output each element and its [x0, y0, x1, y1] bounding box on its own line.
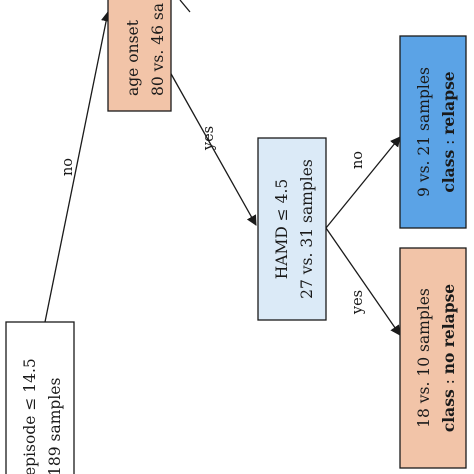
edge-hamd-to-relapse: [325, 136, 401, 229]
node-age-onset: age onset 80 vs. 46 sa: [107, 0, 172, 112]
node-leaf-relapse-box: [399, 35, 467, 229]
edge-hamd-to-no-relapse: [325, 227, 401, 336]
node-hamd-label-line2: 27 vs. 31 samples: [298, 159, 316, 299]
node-root-label-line2: 189 samples: [46, 378, 64, 474]
node-root-label-line1: episode ≤ 14.5: [21, 358, 39, 474]
node-leaf-relapse-class-prefix: class: [439, 150, 458, 193]
edge-root-to-age-onset: [44, 10, 112, 323]
node-hamd: HAMD ≤ 4.5 27 vs. 31 samples: [257, 137, 327, 321]
edge-label-age-to-hamd: yes: [201, 126, 217, 151]
node-root: episode ≤ 14.5 189 samples: [5, 321, 75, 474]
node-leaf-no-relapse-class-line: class : no relapse: [439, 284, 458, 432]
node-age-onset-label-line1: age onset: [124, 19, 142, 96]
edge-labels: no yes no yes: [60, 126, 366, 315]
node-leaf-no-relapse: 18 vs. 10 samples class : no relapse: [399, 247, 467, 469]
node-leaf-no-relapse-label-line1: 18 vs. 10 samples: [415, 288, 433, 428]
node-leaf-relapse-class-colon: :: [440, 135, 458, 150]
node-leaf-relapse-class-line: class : relapse: [439, 71, 458, 192]
node-age-onset-box: [107, 0, 172, 112]
node-leaf-no-relapse-class-prefix: class: [439, 389, 458, 432]
node-hamd-box: [257, 137, 327, 321]
node-leaf-no-relapse-box: [399, 247, 467, 469]
node-leaf-no-relapse-class-value: no relapse: [439, 284, 458, 375]
node-leaf-relapse: 9 vs. 21 samples class : relapse: [399, 35, 467, 229]
edge-age-onset-top-stub: [179, 0, 191, 13]
edge-label-hamd-to-no-relapse: yes: [350, 290, 366, 315]
edge-age-onset-to-hamd: [169, 71, 257, 226]
node-age-onset-label-line2: 80 vs. 46 sa: [149, 3, 167, 96]
node-hamd-label-line1: HAMD ≤ 4.5: [273, 179, 291, 280]
edges: [44, 0, 401, 336]
edge-label-hamd-to-relapse: no: [350, 151, 366, 169]
node-leaf-relapse-label-line1: 9 vs. 21 samples: [415, 67, 433, 197]
node-leaf-relapse-class-value: relapse: [439, 71, 458, 135]
edge-label-root-to-age: no: [60, 158, 76, 176]
node-leaf-no-relapse-class-colon: :: [440, 374, 458, 389]
node-root-box: [5, 321, 75, 474]
